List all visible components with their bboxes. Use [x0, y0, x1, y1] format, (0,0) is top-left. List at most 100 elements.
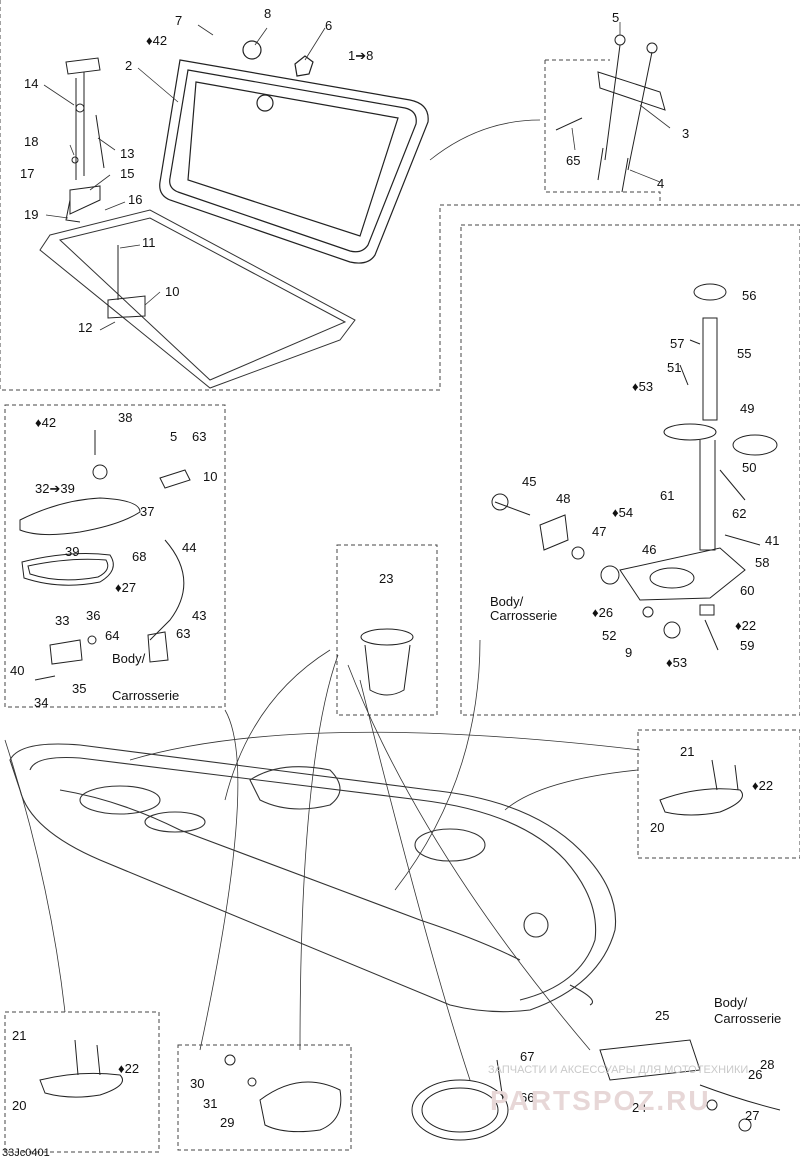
- boat-hull: [9, 743, 617, 1013]
- callout: 7: [175, 13, 182, 28]
- callout: 2: [125, 58, 132, 73]
- callout: 3: [682, 126, 689, 141]
- callout: ♦53: [632, 379, 653, 394]
- callout: 56: [742, 288, 756, 303]
- callout: ♦42: [35, 415, 56, 430]
- callout: Carrosserie: [714, 1011, 781, 1026]
- callout: 52: [602, 628, 616, 643]
- callout: 26: [748, 1067, 762, 1082]
- callout: 44: [182, 540, 196, 555]
- cup-holder: [360, 628, 414, 696]
- callout: Carrosserie: [112, 688, 179, 703]
- callout: 66: [520, 1090, 534, 1105]
- callout: 11: [142, 235, 156, 250]
- callout: 20: [650, 820, 664, 835]
- callout: 25: [655, 1008, 669, 1023]
- callout: 45: [522, 474, 536, 489]
- callout: 15: [120, 166, 134, 181]
- callout: 41: [765, 533, 779, 548]
- callout: 10: [203, 469, 217, 484]
- callout: 19: [24, 207, 38, 222]
- cleat-parts: [39, 759, 781, 1141]
- callout: ♦53: [666, 655, 687, 670]
- callout: 27: [745, 1108, 759, 1123]
- callout: 9: [625, 645, 632, 660]
- callout: 59: [740, 638, 754, 653]
- hatch-opening: [39, 209, 356, 389]
- callout: 29: [220, 1115, 234, 1130]
- callout: 47: [592, 524, 606, 539]
- callout: 16: [128, 192, 142, 207]
- callout: 35: [72, 681, 86, 696]
- callout: 5: [170, 429, 177, 444]
- callout: 63: [192, 429, 206, 444]
- callout: 32➔39: [35, 481, 75, 496]
- callout: 48: [556, 491, 570, 506]
- callout: 61: [660, 488, 674, 503]
- callout: 37: [140, 504, 154, 519]
- callout: 60: [740, 583, 754, 598]
- callout: 51: [667, 360, 681, 375]
- callout: Body/: [490, 594, 524, 609]
- callout: 24: [632, 1100, 646, 1115]
- hatch-cover: [159, 40, 429, 264]
- callout: 18: [24, 134, 38, 149]
- callout: 50: [742, 460, 756, 475]
- callout: ♦26: [592, 605, 613, 620]
- callout: 55: [737, 346, 751, 361]
- callout: 21: [680, 744, 694, 759]
- callout: 58: [755, 555, 769, 570]
- callout: ♦22: [735, 618, 756, 633]
- callout: 20: [12, 1098, 26, 1113]
- callout: 33: [55, 613, 69, 628]
- callout: ♦22: [118, 1061, 139, 1076]
- callout: 34: [34, 695, 48, 710]
- callout: 28: [760, 1057, 774, 1072]
- callout: 64: [105, 628, 119, 643]
- callout: 39: [65, 544, 79, 559]
- callout: 63: [176, 626, 190, 641]
- callout: 62: [732, 506, 746, 521]
- callout: 17: [20, 166, 34, 181]
- callout: ♦54: [612, 505, 633, 520]
- seat-assembly: [19, 430, 191, 681]
- callout: 12: [78, 320, 92, 335]
- leader-lines: [4, 22, 671, 1081]
- callout: 68: [132, 549, 146, 564]
- callout: Carrosserie: [490, 608, 557, 623]
- bracket-assembly: [555, 34, 666, 193]
- callout: 14: [24, 76, 38, 91]
- watermark-logo: PARTSPOZ.RU: [490, 1085, 711, 1116]
- column-assembly: [491, 283, 778, 651]
- callout: 65: [566, 153, 580, 168]
- callout: 23: [379, 571, 393, 586]
- callout: 38: [118, 410, 132, 425]
- callout: 36: [86, 608, 100, 623]
- callout: 4: [657, 176, 664, 191]
- callout: 49: [740, 401, 754, 416]
- callout: 46: [642, 542, 656, 557]
- callout: Body/: [112, 651, 146, 666]
- watermark-text: ЗАПЧАСТИ И АКСЕССУАРЫ ДЛЯ МОТОТЕХНИКИ: [488, 1064, 748, 1076]
- callout: 21: [12, 1028, 26, 1043]
- callout: Body/: [714, 995, 748, 1010]
- callout: 6: [325, 18, 332, 33]
- callout: ♦27: [115, 580, 136, 595]
- callout-labels: 7 8 ♦42 6 1➔8 2 14 13 18 17 15 16 19 11 …: [2, 6, 781, 1159]
- callout: 30: [190, 1076, 204, 1091]
- callout: 40: [10, 663, 24, 678]
- callout: 31: [203, 1096, 217, 1111]
- callout: 8: [264, 6, 271, 21]
- hinge-assembly: [65, 57, 146, 319]
- callout: ♦22: [752, 778, 773, 793]
- figure-code: 33Jc0401: [2, 1147, 50, 1159]
- callout: 5: [612, 10, 619, 25]
- callout: 1➔8: [348, 48, 373, 63]
- callout: 57: [670, 336, 684, 351]
- callout: ♦42: [146, 33, 167, 48]
- callout: 43: [192, 608, 206, 623]
- callout: 67: [520, 1049, 534, 1064]
